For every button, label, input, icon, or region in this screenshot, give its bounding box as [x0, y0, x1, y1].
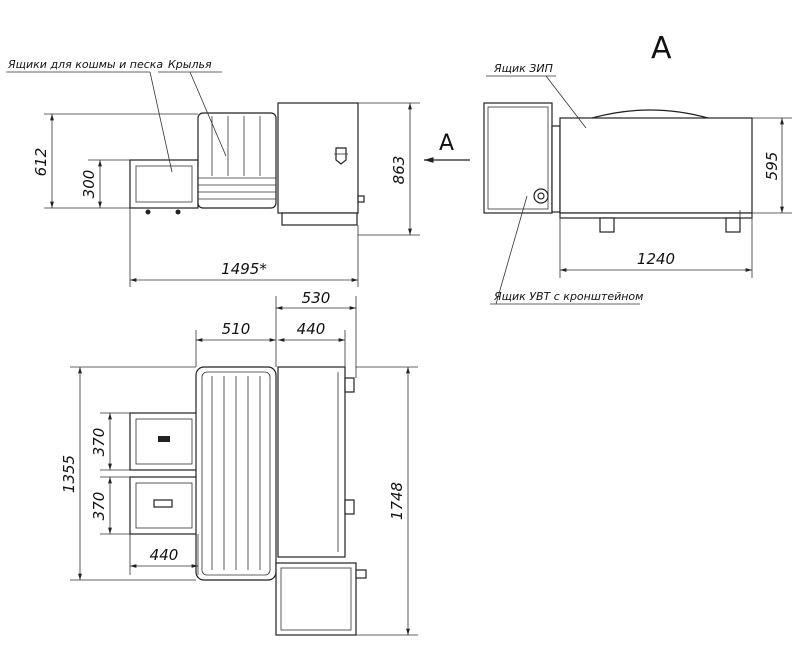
- dim-1495: 1495*: [221, 260, 267, 278]
- side-view: [129, 102, 365, 226]
- cabinet-plan: [277, 366, 346, 558]
- dim-595: 595: [763, 152, 781, 181]
- bottom-unit: [275, 562, 357, 636]
- label-boxes-litter-sand: Ящики для кошмы и песка: [7, 58, 163, 71]
- spare-parts-box: [559, 117, 753, 214]
- section-letter-a: A: [651, 31, 672, 66]
- uvt-box: [483, 102, 553, 214]
- side-view-labels: Ящики для кошмы и песка Крылья: [6, 58, 227, 173]
- view-a-labels: Ящик ЗИП Ящик УВТ с кронштейном: [486, 62, 643, 305]
- arrow-letter-a: A: [439, 131, 454, 156]
- dim-510: 510: [222, 320, 251, 338]
- dim-440-top: 440: [297, 320, 326, 338]
- dim-370-lower: 370: [90, 492, 108, 521]
- view-a: A A: [424, 31, 753, 233]
- sand-box: [129, 159, 199, 209]
- label-wings: Крылья: [168, 58, 212, 71]
- side-view-dimensions: 612 300 863 1495*: [32, 102, 420, 287]
- dim-300: 300: [80, 170, 98, 199]
- dim-863: 863: [390, 156, 408, 185]
- dim-530: 530: [302, 289, 331, 307]
- dim-1748: 1748: [388, 482, 406, 520]
- dim-440-bottom: 440: [150, 546, 179, 564]
- plan-view: [129, 366, 367, 636]
- dim-1355: 1355: [60, 455, 78, 493]
- view-a-dimensions: 595 1240: [559, 117, 792, 278]
- plan-view-dimensions: 530 510 440 1355 370 370 440 1748: [60, 289, 418, 636]
- lower-box: [129, 476, 199, 535]
- dim-370-upper: 370: [90, 428, 108, 457]
- label-spare-parts-box: Ящик ЗИП: [493, 62, 553, 75]
- dim-612: 612: [32, 148, 50, 177]
- wings-stack: [197, 112, 277, 209]
- label-uvt-box-bracket: Ящик УВТ с кронштейном: [493, 290, 643, 303]
- dim-1240: 1240: [637, 250, 675, 268]
